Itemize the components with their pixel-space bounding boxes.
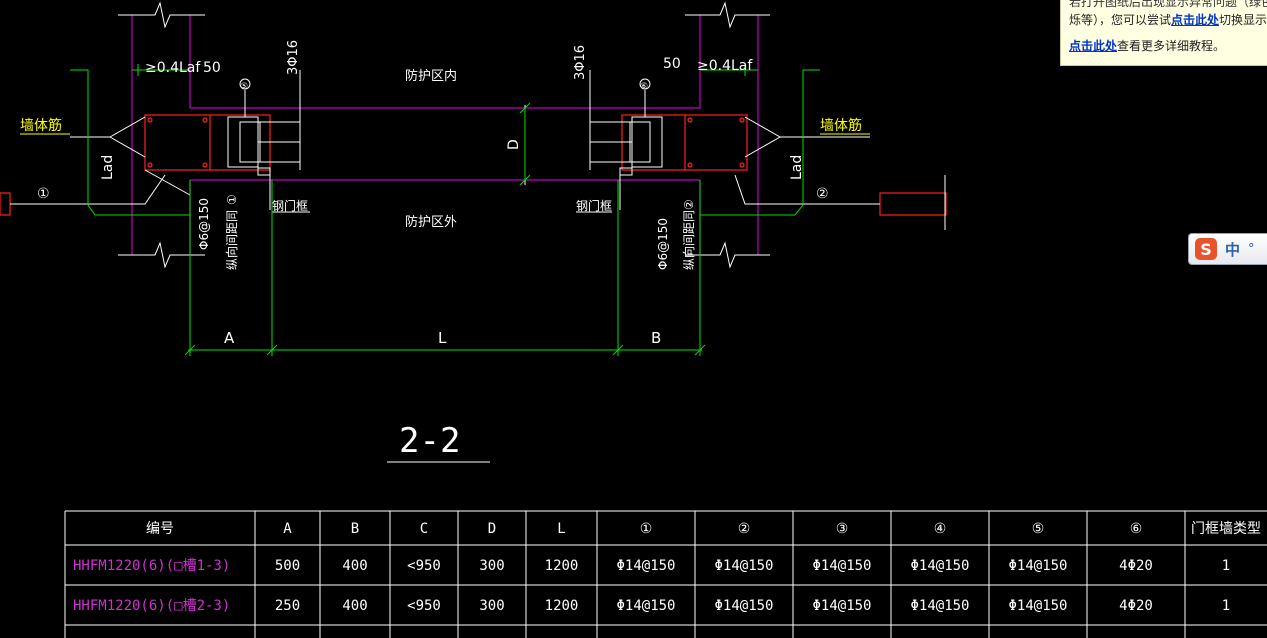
bar5-marker: ⑤ bbox=[240, 82, 248, 92]
notice-line3-suffix: 查看更多详细教程。 bbox=[1117, 39, 1226, 53]
table-cell: 250 bbox=[275, 598, 300, 614]
bar1-marker: ① bbox=[37, 186, 50, 202]
dim-b-label: B bbox=[651, 329, 661, 347]
anchor-left-label: ≥0.4Laf bbox=[145, 60, 201, 76]
table-cell: 400 bbox=[342, 558, 367, 574]
table-cell: 1200 bbox=[545, 598, 579, 614]
table-header-cell: B bbox=[351, 521, 359, 537]
notice-line2-suffix: 切换显示 bbox=[1219, 13, 1267, 27]
table-cell: 400 bbox=[342, 598, 367, 614]
anchor-right-label: ≥0.4Laf bbox=[697, 58, 753, 74]
table-header-cell: C bbox=[420, 521, 428, 537]
notice-line2-prefix: 烁等），您可以尝试 bbox=[1069, 13, 1172, 27]
tie-right-label: Φ6@150 bbox=[656, 218, 670, 270]
table-cell: 4Φ20 bbox=[1119, 598, 1153, 614]
sogou-logo-icon[interactable]: S bbox=[1195, 238, 1217, 260]
table-cell: 1 bbox=[1222, 558, 1230, 574]
wall-rebar-left-label: 墙体筋 bbox=[20, 117, 62, 134]
tie-left-note: 纵向间距同 bbox=[224, 210, 239, 270]
ime-punctuation-toggle[interactable]: ° bbox=[1248, 241, 1255, 257]
dim50-left-label: 50 bbox=[203, 60, 221, 76]
tutorial-link[interactable]: 点击此处 bbox=[1069, 39, 1118, 53]
lad-right-label: Lad bbox=[789, 155, 805, 180]
table-row-label: HHFM1220(6)(□槽2-3) bbox=[73, 598, 230, 614]
table-cell: Φ14@150 bbox=[714, 598, 773, 614]
table-cell: Φ14@150 bbox=[1008, 558, 1067, 574]
table-cell: Φ14@150 bbox=[812, 598, 871, 614]
rebar-3phi16-right: 3Φ16 bbox=[573, 45, 588, 80]
table-cell: 1200 bbox=[545, 558, 579, 574]
tie-right-note: 纵向间距同 bbox=[681, 210, 696, 270]
table-cell: 300 bbox=[479, 598, 504, 614]
notice-line3: 点击此处查看更多详细教程。 bbox=[1069, 37, 1261, 55]
table-header-cell: ② bbox=[738, 521, 751, 537]
dimension-lines bbox=[70, 64, 820, 356]
rebar-3phi16-left: 3Φ16 bbox=[286, 40, 301, 75]
table-cell: <950 bbox=[407, 598, 441, 614]
bar6-marker: ⑥ bbox=[640, 82, 648, 92]
bar2-marker: ② bbox=[816, 186, 829, 202]
dim50-right-label: 50 bbox=[663, 56, 681, 72]
table-cell: Φ14@150 bbox=[812, 558, 871, 574]
table-cell: Φ14@150 bbox=[910, 558, 969, 574]
notice-line1: 若打开图纸后出现显示异常问题（绿色 bbox=[1069, 0, 1267, 9]
tie-right-num: ② bbox=[682, 199, 696, 210]
table-header-cell: D bbox=[488, 521, 496, 537]
break-lines bbox=[118, 1, 770, 269]
table-header-cell: L bbox=[557, 521, 565, 537]
steel-frame-right-label: 钢门框 bbox=[576, 198, 612, 213]
zone-inside-label: 防护区内 bbox=[405, 68, 457, 84]
tie-left-num: ① bbox=[225, 194, 239, 205]
switch-display-link[interactable]: 点击此处 bbox=[1171, 13, 1220, 27]
zone-outside-label: 防护区外 bbox=[405, 214, 457, 230]
table-header-cell: ⑤ bbox=[1032, 521, 1045, 537]
table-cell: 500 bbox=[275, 558, 300, 574]
table-cell: Φ14@150 bbox=[616, 598, 675, 614]
table-header-cell: ③ bbox=[836, 521, 849, 537]
table-header-cell: A bbox=[283, 521, 292, 537]
table-cell: 1 bbox=[1222, 598, 1230, 614]
table-cell: Φ14@150 bbox=[714, 558, 773, 574]
ime-toolbar[interactable]: S 中 ° bbox=[1188, 233, 1267, 265]
dim-l-label: L bbox=[438, 329, 447, 347]
section-title: 2-2 bbox=[399, 421, 460, 461]
table-cell: Φ14@150 bbox=[616, 558, 675, 574]
table-row-label: HHFM1220(6)(□槽1-3) bbox=[73, 558, 230, 574]
steel-frame-left-label: 钢门框 bbox=[272, 198, 308, 213]
table-cell: <950 bbox=[407, 558, 441, 574]
ime-mode-toggle[interactable]: 中 bbox=[1225, 240, 1241, 259]
table-cell: 4Φ20 bbox=[1119, 558, 1153, 574]
wall-rebar-right-label: 墙体筋 bbox=[820, 117, 862, 134]
table-header-cell: ④ bbox=[934, 521, 947, 537]
table-header-cell: 编号 bbox=[146, 521, 174, 537]
rebar-lines bbox=[10, 70, 946, 230]
tie-left-label: Φ6@150 bbox=[197, 198, 211, 250]
table-cell: Φ14@150 bbox=[1008, 598, 1067, 614]
table-header-cell: ⑥ bbox=[1130, 521, 1143, 537]
dim-a-label: A bbox=[224, 329, 235, 347]
table-cell: 300 bbox=[479, 558, 504, 574]
table-header-cell: 门框墙类型 bbox=[1191, 521, 1261, 537]
schedule-table-grid bbox=[64, 510, 1267, 638]
lad-left-label: Lad bbox=[100, 155, 116, 180]
dim-d-label: D bbox=[506, 139, 522, 150]
schedule-table: 编号 A B C D L ① ② ③ ④ ⑤ ⑥ 门框墙类型 HHFM1220(6)(□槽1-3) 500 4… bbox=[73, 521, 1261, 614]
notice-line2: 烁等），您可以尝试点击此处切换显示 bbox=[1069, 11, 1267, 29]
table-header-cell: ① bbox=[640, 521, 653, 537]
table-cell: Φ14@150 bbox=[910, 598, 969, 614]
display-issue-notice: 若打开图纸后出现显示异常问题（绿色 烁等），您可以尝试点击此处切换显示 点击此处… bbox=[1060, 0, 1267, 66]
